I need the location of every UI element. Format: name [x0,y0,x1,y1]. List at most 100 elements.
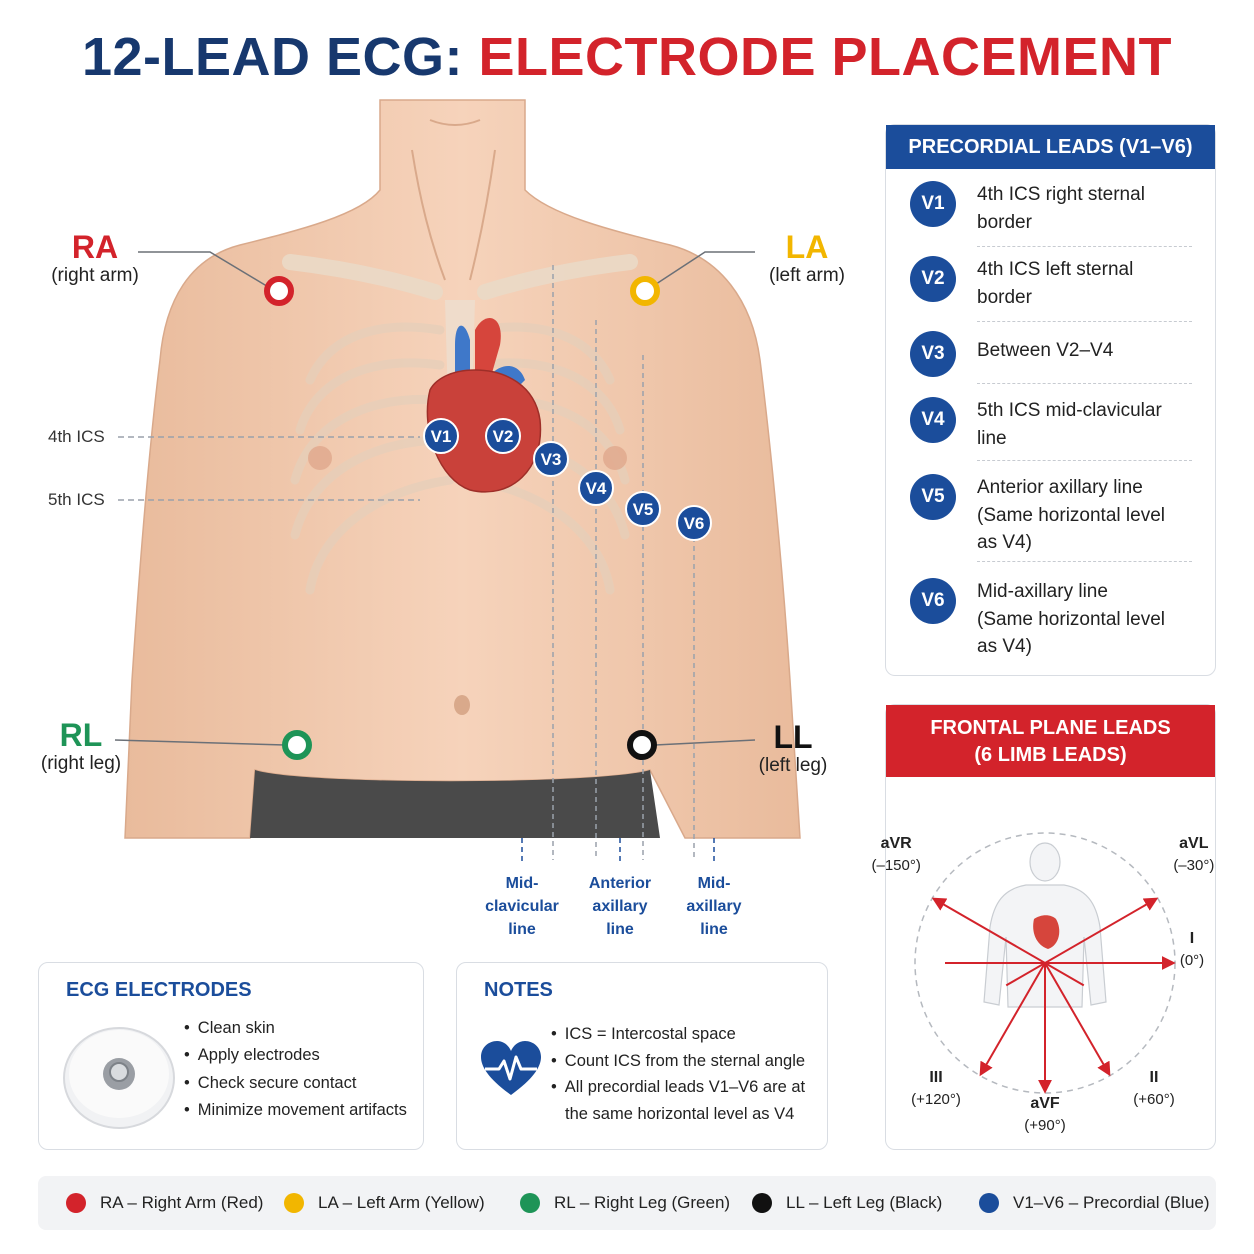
midaxillary-line-3: line [700,921,728,938]
electrode-pad-icon [63,1027,175,1129]
lead-name-avl: aVL [1179,835,1209,852]
legend-dot [520,1193,540,1213]
mini-heart [1033,915,1060,949]
frontal-header-line-2: (6 LIMB LEADS) [974,744,1127,766]
lead-angle-avl: (–30°) [1173,857,1214,874]
reference-ticks [521,838,715,862]
legend-item: RA – Right Arm (Red) [66,1176,263,1230]
callout-ra: RA (right arm) [40,229,150,287]
lead-description-line: as V4) [977,532,1032,553]
lead-description-line: (Same horizontal level [977,504,1165,526]
clavicle-left [477,254,638,300]
list-item: Minimize movement artifacts [184,1097,407,1124]
body-badge-v1-label: V1 [431,427,452,446]
midaxillary-line-label: Mid- axillary line [664,872,764,941]
body-badge-v2-label: V2 [493,427,514,446]
callout-leaders [114,251,756,746]
legend-dot [66,1193,86,1213]
list-item: Apply electrodes [184,1042,407,1069]
rl-name: (right leg) [40,753,122,775]
callout-la: LA (left arm) [752,229,862,287]
nipple-left [603,446,627,470]
lead-badge-v2: V2 [910,256,956,302]
chin [429,119,481,126]
legend-item: LA – Left Arm (Yellow) [284,1176,485,1230]
precordial-header: PRECORDIAL LEADS (V1–V6) [886,125,1215,169]
legend-item: V1–V6 – Precordial (Blue) [979,1176,1210,1230]
body-badge-v6-label: V6 [684,514,705,533]
body-badge-v6[interactable]: V6 [676,505,712,541]
midclavicular-line-1: Mid- [505,875,539,892]
body-badge-v4[interactable]: V4 [578,470,614,506]
heartbeat-icon [481,1041,541,1095]
body-badge-v4-label: V4 [586,479,607,498]
vector-avl [1005,897,1159,987]
lead-angle-ii: (+60°) [1133,1091,1174,1108]
callout-rl: RL (right leg) [26,717,136,775]
midclavicular-line-3: line [508,921,536,938]
body-badge-v5-label: V5 [633,500,654,519]
legend-label: RL – Right Leg (Green) [554,1193,731,1212]
lead-name-avr: aVR [881,835,913,852]
electrode-la[interactable] [630,276,660,306]
heart-illustration [426,318,542,493]
notes-box: NOTES ICS = Intercostal spaceCount ICS f… [456,962,828,1150]
lead-angle-iii: (+120°) [911,1091,961,1108]
lead-description-line: 5th ICS mid-clavicular [977,400,1162,421]
electrode-ll[interactable] [627,730,657,760]
electrode-rl[interactable] [282,730,312,760]
shorts [250,770,660,838]
body-badge-v3[interactable]: V3 [533,441,569,477]
reference-lines [552,265,695,860]
list-item: ICS = Intercostal space [551,1021,811,1048]
lead-description-line: border [977,211,1032,233]
lead-vectors [931,897,1176,1094]
lead-description-line: line [977,427,1007,449]
title-part-1: 12-LEAD ECG: [81,27,479,87]
row-separator [977,383,1192,384]
ics-4-label: 4th ICS [48,427,105,446]
ll-name: (left leg) [758,755,828,777]
lead-description-line: Between V2–V4 [977,340,1114,361]
electrode-ra[interactable] [264,276,294,306]
page-title: 12-LEAD ECG: ELECTRODE PLACEMENT [0,26,1254,88]
legend-label: LA – Left Arm (Yellow) [318,1193,485,1212]
frontal-header-line-1: FRONTAL PLANE LEADS [930,717,1171,739]
rl-code: RL [59,717,103,753]
row-separator [977,460,1192,461]
lead-description-line: 4th ICS right sternal [977,184,1145,205]
electrodes-title: ECG ELECTRODES [66,979,252,1001]
neck-muscles [411,149,496,281]
frontal-header: FRONTAL PLANE LEADS (6 LIMB LEADS) [886,705,1215,777]
midclavicular-line-label: Mid- clavicular line [472,872,572,941]
body-badge-v2[interactable]: V2 [485,418,521,454]
anterior-axillary-line-label: Anterior axillary line [570,872,670,941]
body-badge-v5[interactable]: V5 [625,491,661,527]
list-item: Clean skin [184,1015,407,1042]
lead-description-v5: Anterior axillary line(Same horizontal l… [977,474,1202,557]
lead-description-line: (Same horizontal level [977,608,1165,630]
hexaxial-diagram: aVR(–150°)aVL(–30°)I(0°)II(+60°)aVF(+90°… [871,832,1214,1134]
ll-code: LL [773,719,813,755]
precordial-badges: V1 V2 V3 V4 V5 V6 [423,418,712,541]
ra-name: (right arm) [51,265,139,287]
lead-description-line: border [977,286,1032,308]
legend-label: LL – Left Leg (Black) [786,1193,943,1212]
body-badge-v3-label: V3 [541,450,562,469]
lead-description-line: Mid-axillary line [977,581,1108,602]
anterior-line-3: line [606,921,634,938]
legend-dot [752,1193,772,1213]
electrodes-steps: Clean skinApply electrodesCheck secure c… [184,1015,407,1124]
legend-dot [979,1193,999,1213]
color-legend: RA – Right Arm (Red) LA – Left Arm (Yello… [38,1176,1216,1230]
anterior-line-2: axillary [592,898,648,915]
body-badge-v1[interactable]: V1 [423,418,459,454]
lead-badge-v3: V3 [910,331,956,377]
lead-badge-v5: V5 [910,474,956,520]
midaxillary-line-1: Mid- [697,875,731,892]
row-separator [977,321,1192,322]
legend-dot [284,1193,304,1213]
midclavicular-line-2: clavicular [485,898,559,915]
